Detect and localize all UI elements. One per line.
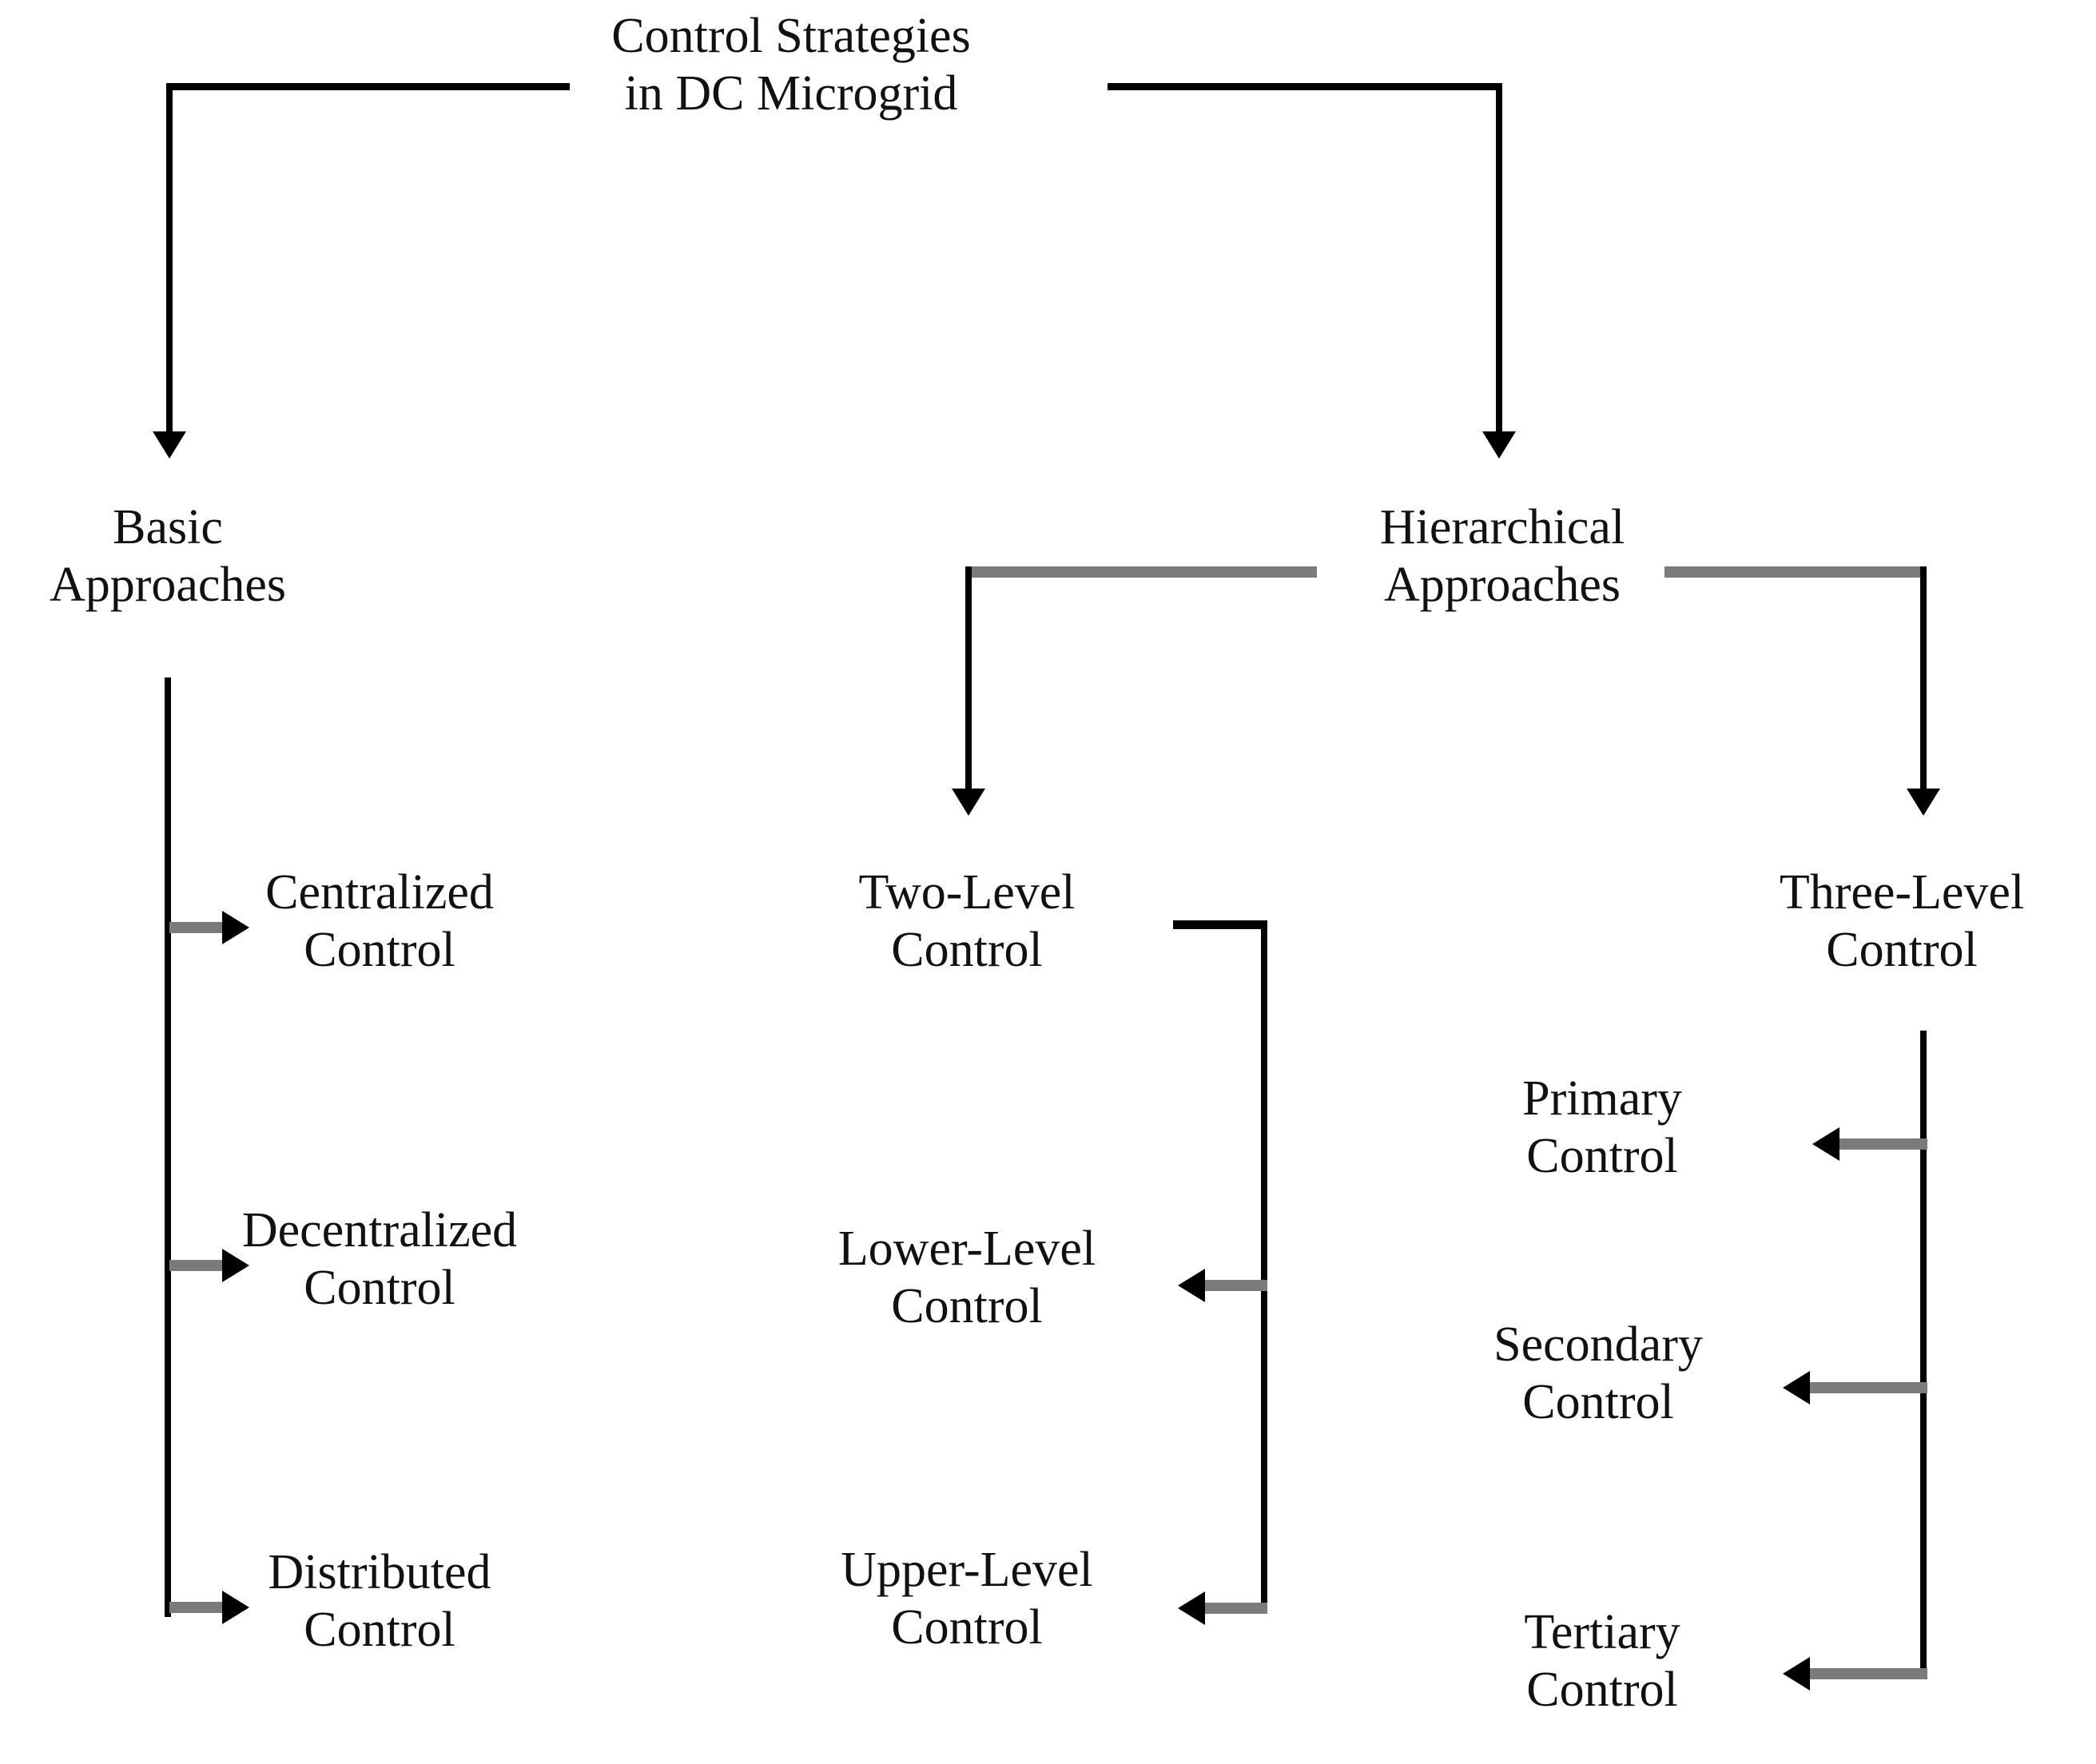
node-lower-level-control-line1: Lower-Level <box>837 1222 1096 1276</box>
connector-three-level-spine <box>1920 1031 1927 1679</box>
node-decentralized-control-line2: Control <box>304 1260 455 1315</box>
node-primary-control-line2: Control <box>1526 1128 1678 1183</box>
arrowhead-three-level-to-primary <box>1812 1127 1839 1161</box>
node-three-level-control-line1: Three-Level <box>1779 865 2025 920</box>
connector-basic-to-decentralized-stem <box>169 1260 229 1271</box>
connector-two-level-to-upper-level-stem <box>1205 1603 1267 1614</box>
connector-basic-to-distributed-stem <box>169 1602 229 1613</box>
node-upper-level-control: Upper-Level Control <box>767 1542 1167 1657</box>
node-root: Control Strategies in DC Microgrid <box>511 8 1071 123</box>
node-root-line2: in DC Microgrid <box>624 66 958 121</box>
node-two-level-control-line2: Control <box>891 922 1043 977</box>
node-primary-control: Primary Control <box>1422 1071 1782 1186</box>
connector-root-to-basic-vertical <box>166 83 173 435</box>
node-tertiary-control-line2: Control <box>1526 1662 1678 1717</box>
node-distributed-control-line2: Control <box>304 1602 455 1657</box>
arrowhead-three-level-to-tertiary <box>1783 1657 1810 1690</box>
node-basic-approaches: Basic Approaches <box>0 499 336 614</box>
connector-three-level-to-secondary-stem <box>1810 1382 1927 1393</box>
node-two-level-control-line1: Two-Level <box>858 865 1076 920</box>
node-secondary-control: Secondary Control <box>1406 1317 1790 1432</box>
connector-hierarchical-to-three-level-vertical <box>1920 566 1927 792</box>
connector-root-to-hierarchical-horizontal <box>1108 83 1502 90</box>
node-basic-approaches-line1: Basic <box>113 500 223 554</box>
node-secondary-control-line2: Control <box>1522 1374 1674 1429</box>
node-tertiary-control-line1: Tertiary <box>1524 1605 1680 1659</box>
node-lower-level-control-line2: Control <box>891 1278 1043 1333</box>
node-distributed-control: Distributed Control <box>144 1544 615 1659</box>
arrowhead-root-to-hierarchical <box>1482 431 1516 459</box>
arrowhead-basic-to-decentralized <box>222 1249 249 1282</box>
connector-basic-spine <box>165 677 171 1617</box>
connector-root-to-hierarchical-vertical <box>1496 83 1502 435</box>
connector-root-to-basic-horizontal <box>166 83 570 90</box>
connector-three-level-to-tertiary-stem <box>1810 1668 1927 1679</box>
node-two-level-control: Two-Level Control <box>767 864 1167 979</box>
node-three-level-control: Three-Level Control <box>1710 864 2094 979</box>
arrowhead-hierarchical-to-three-level <box>1907 789 1940 816</box>
node-decentralized-control: Decentralized Control <box>128 1202 631 1317</box>
node-centralized-control-line1: Centralized <box>265 865 494 920</box>
node-root-line1: Control Strategies <box>611 9 971 63</box>
node-decentralized-control-line1: Decentralized <box>241 1203 518 1257</box>
arrowhead-root-to-basic <box>153 431 186 459</box>
node-secondary-control-line1: Secondary <box>1493 1317 1703 1372</box>
node-upper-level-control-line1: Upper-Level <box>841 1543 1093 1597</box>
node-three-level-control-line2: Control <box>1826 922 1978 977</box>
node-primary-control-line1: Primary <box>1522 1071 1682 1126</box>
connector-hierarchical-to-two-level-vertical <box>965 566 972 792</box>
node-centralized-control-line2: Control <box>304 922 455 977</box>
arrowhead-three-level-to-secondary <box>1783 1371 1810 1404</box>
connector-hierarchical-to-two-level-horizontal <box>965 566 1317 578</box>
node-distributed-control-line1: Distributed <box>268 1545 491 1599</box>
node-hierarchical-approaches-line1: Hierarchical <box>1379 500 1625 554</box>
node-basic-approaches-line2: Approaches <box>49 557 287 612</box>
node-centralized-control: Centralized Control <box>144 864 615 979</box>
arrowhead-basic-to-centralized <box>222 911 249 944</box>
connector-two-level-cap <box>1173 920 1267 929</box>
arrowhead-hierarchical-to-two-level <box>952 789 985 816</box>
arrowhead-basic-to-distributed <box>222 1591 249 1624</box>
node-tertiary-control: Tertiary Control <box>1422 1604 1782 1719</box>
node-hierarchical-approaches: Hierarchical Approaches <box>1303 499 1702 614</box>
arrowhead-two-level-to-lower-level <box>1178 1269 1205 1302</box>
node-hierarchical-approaches-line2: Approaches <box>1383 557 1621 612</box>
connector-three-level-to-primary-stem <box>1839 1138 1927 1150</box>
connector-two-level-spine <box>1261 920 1267 1612</box>
node-upper-level-control-line2: Control <box>891 1599 1043 1655</box>
arrowhead-two-level-to-upper-level <box>1178 1591 1205 1625</box>
node-lower-level-control: Lower-Level Control <box>767 1221 1167 1336</box>
connector-basic-to-centralized-stem <box>169 922 229 933</box>
connector-hierarchical-to-three-level-horizontal <box>1664 566 1927 578</box>
connector-two-level-to-lower-level-stem <box>1205 1280 1267 1291</box>
